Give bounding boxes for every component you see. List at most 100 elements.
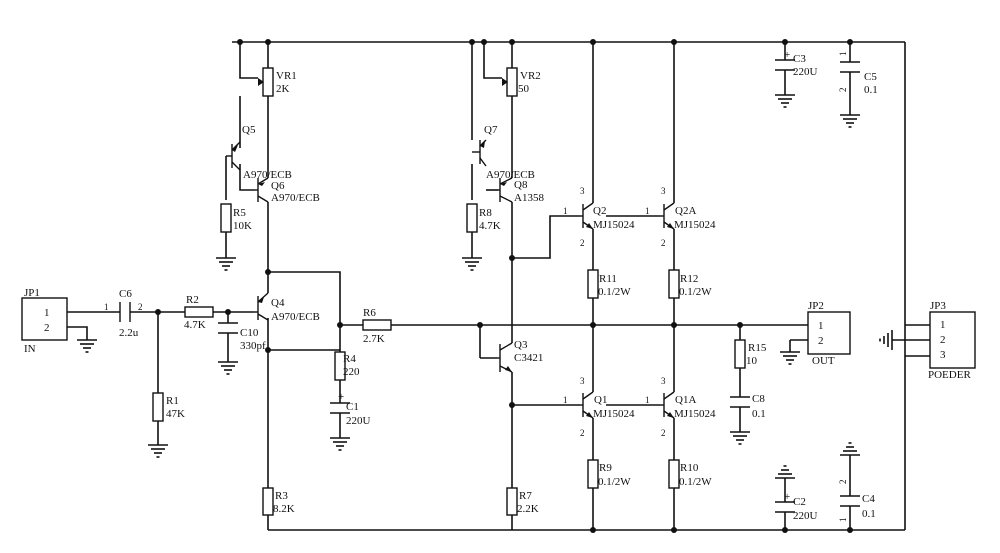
q3-label: Q3 (514, 339, 528, 351)
q8-value: A1358 (514, 192, 544, 204)
jp1-pin2: 2 (44, 322, 50, 334)
q6-label: Q6 (271, 180, 285, 192)
wires (67, 41, 930, 531)
q1a-value: MJ15024 (674, 408, 716, 420)
ground-icon (217, 361, 239, 375)
c4-pin2: 2 (838, 480, 848, 485)
r8-value: 4.7K (479, 220, 501, 232)
c6-label: C6 (119, 288, 132, 300)
r5-resistor: R5 10K (220, 203, 252, 233)
r7-resistor: R7 2.2K (506, 487, 539, 516)
r1-value: 47K (166, 408, 185, 420)
c5-label: C5 (864, 71, 877, 83)
r12-value: 0.1/2W (679, 286, 712, 298)
c5-pin2: 2 (838, 88, 848, 93)
junctions (155, 39, 853, 533)
c2-label: C2 (793, 496, 806, 508)
ground-icon (879, 330, 893, 350)
r7-label: R7 (519, 490, 532, 502)
jp3-name-label: POEDER (928, 369, 971, 381)
vr1-value: 2K (276, 83, 290, 95)
c8-label: C8 (752, 393, 765, 405)
ground-icon (147, 444, 169, 458)
q1a-label: Q1A (675, 394, 696, 406)
r3-value: 8.2K (273, 503, 295, 515)
q2-label: Q2 (593, 205, 606, 217)
q5-transistor: Q5 A970/ECB (226, 124, 292, 181)
q3-transistor: Q3 C3421 (497, 339, 543, 373)
r10-label: R10 (680, 462, 699, 474)
q2-value: MJ15024 (593, 219, 635, 231)
q6-transistor: Q6 A970/ECB (255, 177, 320, 204)
q1a-transistor: Q1A MJ15024 1 3 2 (645, 376, 716, 438)
r2-label: R2 (186, 294, 199, 306)
q5-value: A970/ECB (243, 169, 292, 181)
r1-resistor: R1 47K (152, 392, 185, 422)
c1-value: 220U (346, 415, 371, 427)
q6-value: A970/ECB (271, 192, 320, 204)
q2a-pin2: 2 (661, 238, 666, 248)
vr2-label: VR2 (520, 70, 541, 82)
jp3-label: JP3 (930, 300, 946, 312)
r10-value: 0.1/2W (679, 476, 712, 488)
r5-value: 10K (233, 220, 252, 232)
c4-capacitor: C4 0.1 2 1 (838, 480, 876, 523)
vr2-value: 50 (518, 83, 530, 95)
c4-value: 0.1 (862, 508, 876, 520)
c6-pin2: 2 (138, 302, 143, 312)
c10-capacitor: C10 330pf (218, 322, 266, 352)
c1-label: C1 (346, 401, 359, 413)
c3-label: C3 (793, 53, 806, 65)
r12-resistor: R12 0.1/2W (668, 269, 712, 299)
r6-label: R6 (363, 307, 376, 319)
r10-resistor: R10 0.1/2W (668, 459, 712, 489)
r7-value: 2.2K (517, 503, 539, 515)
jp3-connector: JP3 1 2 3 POEDER (928, 300, 976, 381)
ground-icon (729, 431, 751, 445)
ground-icon (839, 442, 861, 456)
c2-value: 220U (793, 510, 818, 522)
ground-icon (461, 257, 483, 271)
r9-value: 0.1/2W (598, 476, 631, 488)
r4-label: R4 (343, 353, 356, 365)
c10-label: C10 (240, 327, 259, 339)
q7-value: A970/ECB (486, 169, 535, 181)
jp2-out-label: OUT (812, 355, 835, 367)
r4-value: 220 (343, 366, 360, 378)
vr2-potentiometer: VR2 50 (502, 67, 541, 97)
q7-label: Q7 (484, 124, 498, 136)
r8-resistor: R8 4.7K (466, 203, 501, 233)
q2a-label: Q2A (675, 205, 696, 217)
ground-icon (774, 465, 796, 479)
c5-pin1: 1 (838, 52, 848, 57)
jp1-in-label: IN (24, 343, 36, 355)
c4-pin1: 1 (838, 518, 848, 523)
r3-label: R3 (275, 490, 288, 502)
c3-value: 220U (793, 66, 818, 78)
ground-icon (329, 437, 351, 451)
c3-capacitor: + C3 220U (775, 49, 818, 78)
c2-plus: + (784, 491, 790, 503)
ground-icon (76, 339, 98, 353)
r9-resistor: R9 0.1/2W (587, 459, 631, 489)
r2-value: 4.7K (184, 319, 206, 331)
q5-label: Q5 (242, 124, 256, 136)
jp2-pin1: 1 (818, 320, 824, 332)
q2a-pin3: 3 (661, 186, 666, 196)
q4-label: Q4 (271, 297, 285, 309)
r5-label: R5 (233, 207, 246, 219)
jp1-pin1: 1 (44, 307, 50, 319)
q2a-value: MJ15024 (674, 219, 716, 231)
c5-capacitor: C5 0.1 1 2 (838, 52, 878, 97)
q1a-pin2: 2 (661, 428, 666, 438)
q1-pin2: 2 (580, 428, 585, 438)
r6-value: 2.7K (363, 333, 385, 345)
r2-resistor: R2 4.7K (184, 294, 214, 331)
q8-label: Q8 (514, 179, 528, 191)
r11-value: 0.1/2W (598, 286, 631, 298)
r15-label: R15 (748, 342, 767, 354)
c3-plus: + (784, 49, 790, 61)
jp2-pin2: 2 (818, 335, 824, 347)
c2-capacitor: + C2 220U (775, 491, 818, 522)
